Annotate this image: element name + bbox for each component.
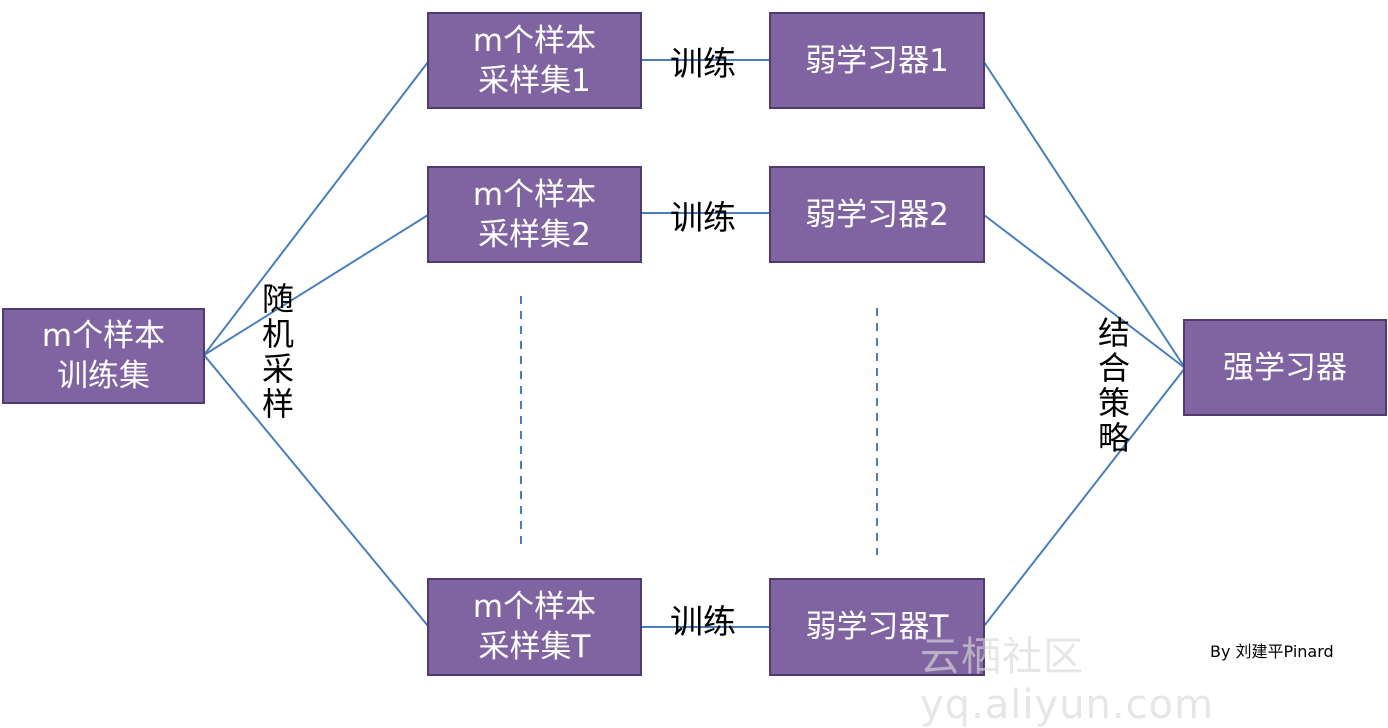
sample-set-T-line2: 采样集T [478,629,591,665]
train-label-T: 训练 [670,602,736,641]
sample-set-1-line2: 采样集1 [478,62,591,99]
train-label-2: 训练 [670,198,736,237]
sample-set-1-node: m个样本 采样集1 [427,12,642,109]
weak-learner-2-label: 弱学习器2 [805,196,949,233]
training-set-line2: 训练集 [57,358,150,394]
connector-lines [203,59,1186,628]
sample-set-T-line1: m个样本 [472,589,597,625]
combine-strategy-label: 结合策略 [1097,314,1130,457]
edge-train-to-sampleT [203,354,429,627]
strong-learner-node: 强学习器 [1183,319,1387,416]
random-sampling-label: 随机采样 [261,280,294,423]
sample-set-1-line1: m个样本 [472,22,597,59]
training-set-line1: m个样本 [41,318,166,354]
sample-set-T-node: m个样本 采样集T [427,578,642,676]
weak-learner-2-node: 弱学习器2 [769,166,985,263]
training-set-node: m个样本 训练集 [2,308,205,404]
train-label-1: 训练 [670,44,736,83]
weak-learner-1-label: 弱学习器1 [805,42,949,79]
edge-train-to-sample1 [203,61,429,356]
sample-set-2-line2: 采样集2 [478,216,591,253]
strong-learner-label: 强学习器 [1223,349,1347,386]
sample-set-2-line1: m个样本 [472,176,597,213]
edge-train-to-sample2 [203,214,429,356]
weak-learner-T-node: 弱学习器T [769,578,985,676]
weak-learner-1-node: 弱学习器1 [769,12,985,109]
edge-weakT-to-strong [983,367,1186,627]
sample-set-2-node: m个样本 采样集2 [427,166,642,263]
edge-weak1-to-strong [983,61,1186,369]
edge-weak2-to-strong [983,214,1186,369]
author-credit: By 刘建平Pinard [1210,642,1334,661]
weak-learner-T-label: 弱学习器T [805,609,949,645]
